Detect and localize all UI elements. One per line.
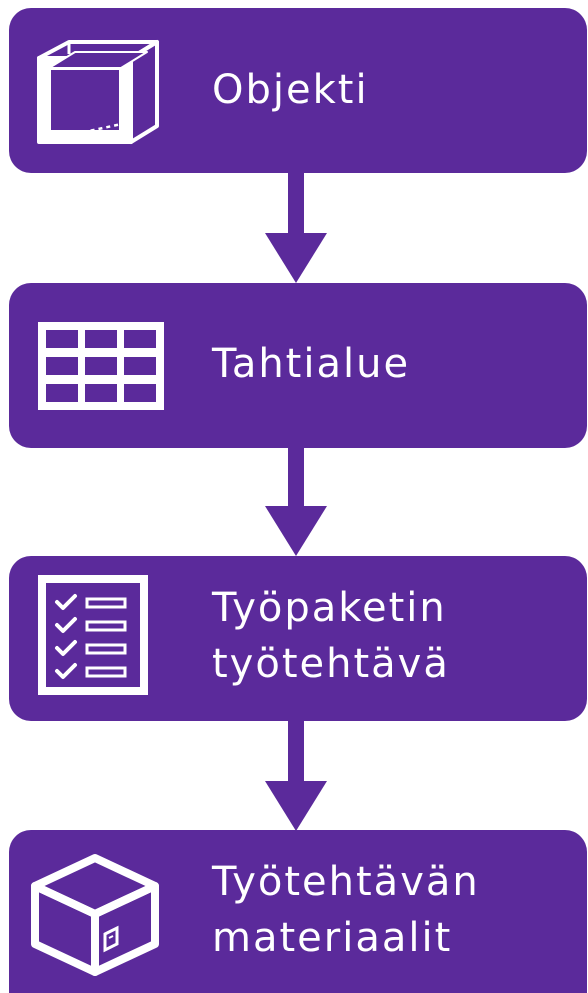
checklist-icon — [38, 575, 148, 695]
cube-frame-icon — [37, 40, 159, 144]
step-tyotehtavan-materiaalit: Työtehtävän materiaalit — [9, 830, 587, 993]
step-label-line: työtehtävä — [212, 641, 450, 687]
step-label-line: Työpaketin — [212, 585, 447, 631]
step-objekti: Objekti — [9, 8, 587, 173]
arrow-down-icon — [265, 173, 327, 283]
step-label-tyotehtavan-materiaalit: Työtehtävän materiaalit — [212, 854, 480, 966]
step-label-line: Työtehtävän — [212, 859, 480, 905]
step-label-objekti: Objekti — [212, 62, 369, 118]
step-label-tyopaketin-tyotehtava: Työpaketin työtehtävä — [212, 580, 450, 692]
step-label-line: Objekti — [212, 67, 369, 113]
grid-table-icon — [38, 322, 164, 410]
step-tahtialue: Tahtialue — [9, 283, 587, 448]
step-label-line: materiaalit — [212, 915, 453, 961]
step-label-line: Tahtialue — [212, 341, 411, 387]
package-box-icon — [31, 854, 159, 976]
step-tyopaketin-tyotehtava: Työpaketin työtehtävä — [9, 556, 587, 721]
step-label-tahtialue: Tahtialue — [212, 336, 410, 392]
arrow-down-icon — [265, 721, 327, 831]
arrow-down-icon — [265, 448, 327, 556]
